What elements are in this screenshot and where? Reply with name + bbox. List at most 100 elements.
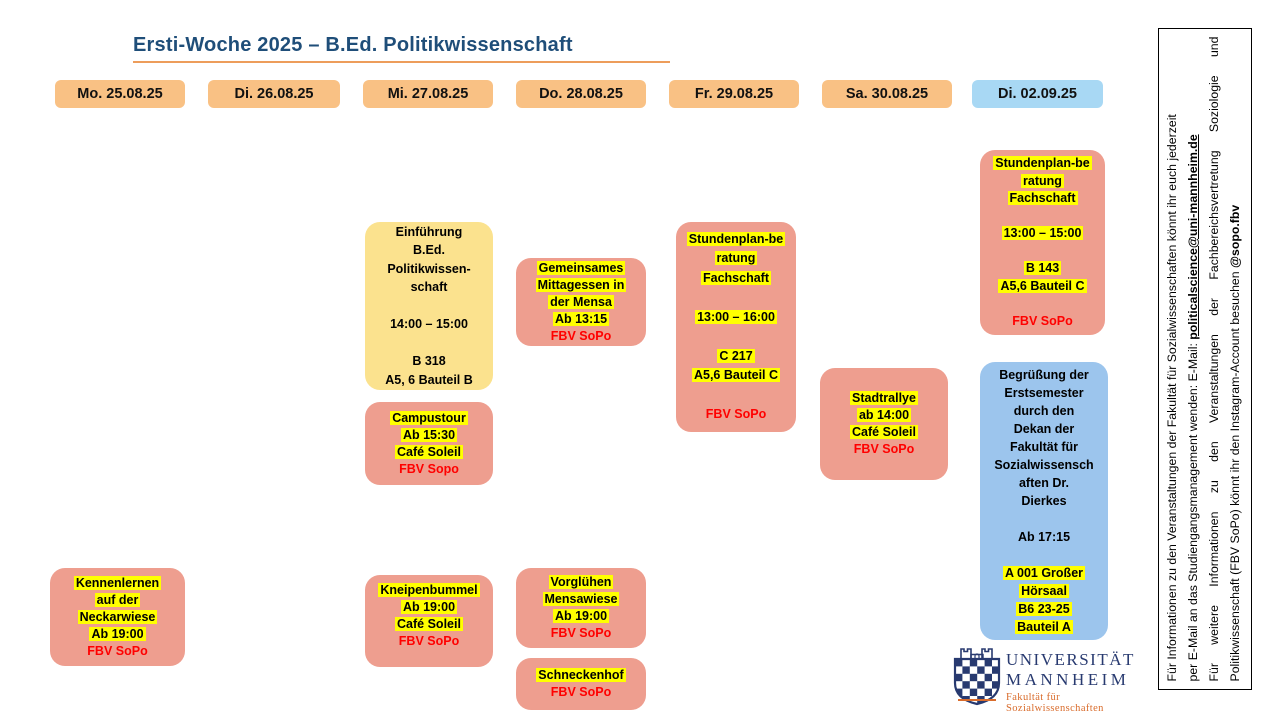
event-text-line: Politikwissen-	[387, 260, 470, 279]
sidebar-email-address: politicalscience@uni-mannheim.de	[1186, 134, 1200, 340]
event-text-line: B6 23-25	[1016, 600, 1072, 618]
event-line-text: Stadtrallye	[850, 391, 918, 405]
event-text-line: FBV SoPo	[399, 633, 459, 650]
sidebar-text-line-1: Für Informationen zu den Veranstaltungen…	[1165, 114, 1179, 682]
event-text-line: Ab 17:15	[1018, 528, 1070, 546]
event-text-line: ratung	[1021, 173, 1064, 191]
sidebar-text-line-2: per E-Mail an das Studiengangsmanagement…	[1183, 37, 1204, 682]
event-line-text: FBV SoPo	[550, 626, 612, 640]
event-text-line: auf der	[94, 592, 141, 609]
event-text-line	[1041, 243, 1044, 261]
event-line-text: Vorglühen	[548, 575, 614, 589]
event-text-line: Café Soleil	[395, 616, 463, 633]
event-text-line	[1042, 510, 1045, 528]
event-text-line: A5, 6 Bauteil B	[385, 371, 473, 390]
mannheim-castle-emblem-icon	[953, 648, 1001, 706]
event-text-line: FBV SoPo	[706, 405, 766, 425]
event-line-text: FBV SoPo	[550, 685, 612, 699]
event-line-text: A5,6 Bauteil C	[691, 368, 781, 382]
logo-faculty-subtitle: Fakultät für Sozialwissenschaften	[1006, 692, 1104, 714]
event-text-line: Café Soleil	[395, 444, 463, 461]
event-line-text: B 143	[1023, 261, 1062, 275]
event-text-line	[427, 297, 430, 316]
event-line-text: Ab 13:15	[552, 311, 610, 326]
event-text-line: FBV SoPo	[854, 441, 914, 458]
day-header-di-26-08-25: Di. 26.08.25	[208, 80, 340, 108]
event-line-text: Café Soleil	[395, 444, 463, 459]
event-line-text: Politikwissen-	[387, 261, 471, 276]
event-text-line: aften Dr.	[1019, 474, 1069, 492]
event-text-line: C 217	[717, 347, 755, 367]
logo-mannheim-text: MANNHEIM	[1006, 670, 1130, 689]
event-line-text: ratung	[1021, 173, 1064, 188]
event-line-text: Mensawiese	[542, 592, 620, 606]
event-text-line: Stundenplan-be	[686, 230, 786, 250]
logo-universitaet-text: UNIVERSITÄT	[1006, 650, 1135, 669]
event-text-line: Erstsemester	[1004, 384, 1083, 402]
event-text-line: Fachschaft	[1007, 190, 1078, 208]
event-line-text: B6 23-25	[1016, 602, 1072, 616]
event-text-line: Ab 13:15	[552, 311, 610, 328]
event-text-line	[734, 386, 737, 406]
event-text-line: 14:00 – 15:00	[390, 315, 468, 334]
event-line-text: FBV SoPo	[1012, 313, 1073, 328]
event-line-text: Hörsaal	[1019, 584, 1069, 598]
event-text-line: Begrüßung der	[999, 366, 1089, 384]
event-text-line: FBV Sopo	[399, 461, 459, 478]
event-text-line: B 318	[412, 352, 445, 371]
event-line-text: Erstsemester	[1004, 386, 1084, 400]
event-line-text: Ab 19:00	[400, 600, 458, 614]
event-text-line: der Mensa	[548, 294, 614, 311]
sidebar-text-line-4: Politikwissenschaft (FBV SoPo) könnt ihr…	[1225, 37, 1246, 682]
day-header-do-28-08-25: Do. 28.08.25	[516, 80, 646, 108]
event-text-line: A5,6 Bauteil C	[998, 278, 1087, 296]
day-header-fr-29-08-25: Fr. 29.08.25	[669, 80, 799, 108]
event-text-line: Campustour	[390, 410, 468, 427]
event-line-text: 14:00 – 15:00	[390, 317, 468, 332]
event-line-text: Ab 19:00	[552, 609, 610, 623]
event-text-line: ratung	[714, 249, 758, 269]
event-text-line: Sozialwissensch	[994, 456, 1093, 474]
event-line-text: schaft	[410, 280, 448, 295]
event-line-text: Sozialwissensch	[994, 458, 1094, 472]
event-line-text: Stundenplan-be	[686, 231, 786, 246]
event-line-text: Dierkes	[1021, 494, 1067, 508]
event-line-text: auf der	[94, 592, 141, 607]
event-line-text: B.Ed.	[413, 243, 445, 258]
event-text-line: 13:00 – 15:00	[1001, 225, 1084, 243]
event-line-text: Kennenlernen	[73, 575, 162, 590]
university-mannheim-logo: UNIVERSITÄT MANNHEIM Fakultät für Sozial…	[950, 644, 1160, 714]
event-line-text: A5, 6 Bauteil B	[385, 372, 473, 387]
event-line-text: Gemeinsames	[536, 260, 626, 275]
logo-wordmark: UNIVERSITÄT MANNHEIM	[1006, 650, 1135, 690]
event-line-text: 13:00 – 16:00	[695, 309, 777, 324]
event-text-line: Vorglühen	[548, 574, 614, 591]
event-text-line: B.Ed.	[413, 241, 445, 260]
event-line-text: ratung	[714, 251, 758, 265]
event-text-line: schaft	[411, 278, 448, 297]
event-text-line: Gemeinsames	[536, 260, 626, 277]
event-text-line: FBV SoPo	[551, 625, 611, 642]
event-text-line: Ab 19:00	[552, 608, 610, 625]
event-text-line: Dekan der	[1014, 420, 1074, 438]
sidebar-line-2-prefix: per E-Mail an das Studiengangsmanagement…	[1186, 339, 1200, 682]
event-text-line: Café Soleil	[850, 424, 918, 441]
event-text-line: Dierkes	[1021, 492, 1066, 510]
event-text-line: A5,6 Bauteil C	[691, 366, 781, 386]
day-header-mi-27-08-25: Mi. 27.08.25	[363, 80, 493, 108]
event-line-text: der Mensa	[548, 294, 614, 309]
event-line-text: FBV SoPo	[705, 407, 767, 421]
event-line-text: 13:00 – 15:00	[1001, 226, 1084, 240]
event-text-line: Hörsaal	[1019, 582, 1069, 600]
event-line-text: FBV SoPo	[87, 643, 148, 658]
event-text-line	[734, 288, 737, 308]
event-line-text: Schneckenhof	[536, 668, 626, 682]
